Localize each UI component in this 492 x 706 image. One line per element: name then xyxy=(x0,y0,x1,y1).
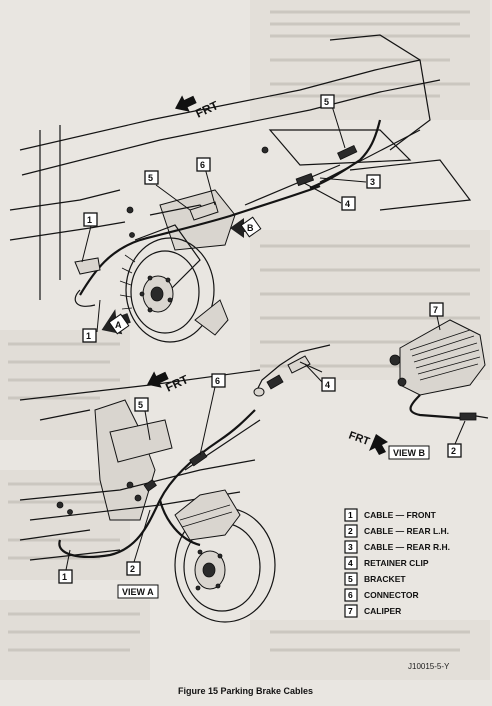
top-callouts: 5 6 5 3 4 1 1 xyxy=(81,94,381,343)
legend-item: 5 BRACKET xyxy=(344,572,406,586)
svg-text:FRT: FRT xyxy=(163,372,191,395)
svg-text:1: 1 xyxy=(87,215,92,225)
legend: 1 CABLE — FRONT 2 CABLE — REAR L.H. 3 CA… xyxy=(344,508,450,618)
frt-arrow-right: FRT xyxy=(347,430,388,455)
svg-text:VIEW B: VIEW B xyxy=(393,448,426,458)
svg-text:4: 4 xyxy=(348,558,353,568)
mid-callout-2: 2 xyxy=(447,420,466,458)
frt-arrow-top: FRT xyxy=(175,95,221,121)
top-illustration xyxy=(9,34,472,343)
view-b-caliper xyxy=(389,319,489,421)
svg-text:CALIPER: CALIPER xyxy=(364,606,401,616)
svg-text:3: 3 xyxy=(348,542,353,552)
lower-callouts: 5 6 2 1 xyxy=(58,373,226,584)
svg-text:3: 3 xyxy=(370,177,375,187)
svg-text:5: 5 xyxy=(148,173,153,183)
svg-text:4: 4 xyxy=(345,199,350,209)
svg-text:2: 2 xyxy=(130,564,135,574)
svg-text:BRACKET: BRACKET xyxy=(364,574,406,584)
svg-text:CABLE — FRONT: CABLE — FRONT xyxy=(364,510,437,520)
svg-text:2: 2 xyxy=(348,526,353,536)
svg-text:RETAINER CLIP: RETAINER CLIP xyxy=(364,558,429,568)
svg-text:A: A xyxy=(115,320,122,330)
legend-item: 4 RETAINER CLIP xyxy=(344,556,429,570)
svg-text:5: 5 xyxy=(348,574,353,584)
svg-text:7: 7 xyxy=(433,305,438,315)
svg-text:CONNECTOR: CONNECTOR xyxy=(364,590,419,600)
mid-callout-7: 7 xyxy=(429,302,444,331)
svg-text:6: 6 xyxy=(215,376,220,386)
lower-illustration xyxy=(19,369,276,623)
svg-text:CABLE — REAR L.H.: CABLE — REAR L.H. xyxy=(364,526,449,536)
svg-text:5: 5 xyxy=(324,97,329,107)
svg-text:6: 6 xyxy=(200,160,205,170)
svg-text:FRT: FRT xyxy=(193,98,221,121)
figure-caption: Figure 15 Parking Brake Cables xyxy=(178,686,313,696)
svg-text:1: 1 xyxy=(86,331,91,341)
svg-text:6: 6 xyxy=(348,590,353,600)
svg-text:1: 1 xyxy=(62,572,67,582)
retainer-clip-detail xyxy=(253,344,331,397)
view-a-marker: A xyxy=(108,313,130,335)
view-a-label: VIEW A xyxy=(117,584,159,599)
legend-item: 3 CABLE — REAR R.H. xyxy=(344,540,450,554)
svg-text:B: B xyxy=(247,223,254,233)
legend-item: 2 CABLE — REAR L.H. xyxy=(344,524,449,538)
mid-callout-4: 4 xyxy=(304,363,336,392)
svg-text:2: 2 xyxy=(451,446,456,456)
legend-item: 6 CONNECTOR xyxy=(344,588,419,602)
view-b-label: VIEW B xyxy=(388,445,430,460)
figure-code: J10015-5-Y xyxy=(408,662,450,671)
svg-text:4: 4 xyxy=(325,380,330,390)
svg-text:7: 7 xyxy=(348,606,353,616)
svg-text:CABLE — REAR R.H.: CABLE — REAR R.H. xyxy=(364,542,450,552)
svg-text:FRT: FRT xyxy=(347,430,371,449)
view-b-marker: B xyxy=(240,216,262,238)
svg-text:VIEW A: VIEW A xyxy=(122,587,154,597)
legend-item: 7 CALIPER xyxy=(344,604,401,618)
legend-item: 1 CABLE — FRONT xyxy=(344,508,437,522)
svg-text:5: 5 xyxy=(138,400,143,410)
svg-text:1: 1 xyxy=(348,510,353,520)
frt-arrow-middle: FRT xyxy=(147,371,191,395)
